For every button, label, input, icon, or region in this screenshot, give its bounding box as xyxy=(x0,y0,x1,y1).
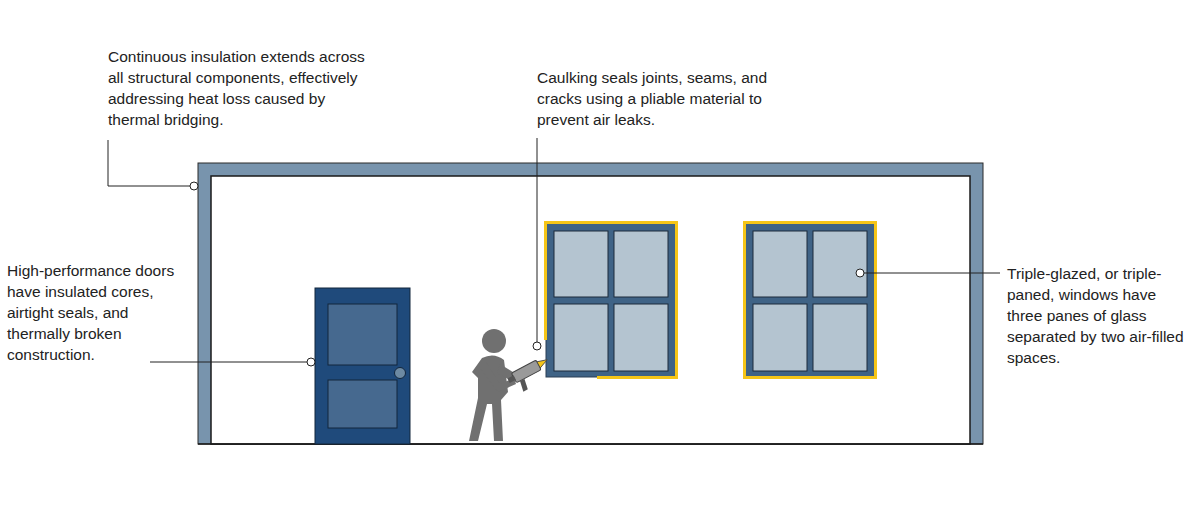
room-interior xyxy=(211,176,970,444)
insulated-wall xyxy=(198,163,983,444)
callout-text: Continuous insulation extends across all… xyxy=(108,46,372,130)
person-caulking xyxy=(469,329,555,441)
leader-dots xyxy=(190,182,864,366)
callout-text: High-performance doors have insulated co… xyxy=(7,260,175,365)
callout-text: Triple-glazed, or triple-paned, windows … xyxy=(1007,263,1193,368)
leader-lines xyxy=(108,138,1000,362)
window-triple-glazed xyxy=(745,223,876,378)
door xyxy=(315,288,410,444)
callout-text: Caulking seals joints, seams, and cracks… xyxy=(537,67,773,130)
window-caulking xyxy=(546,223,677,378)
